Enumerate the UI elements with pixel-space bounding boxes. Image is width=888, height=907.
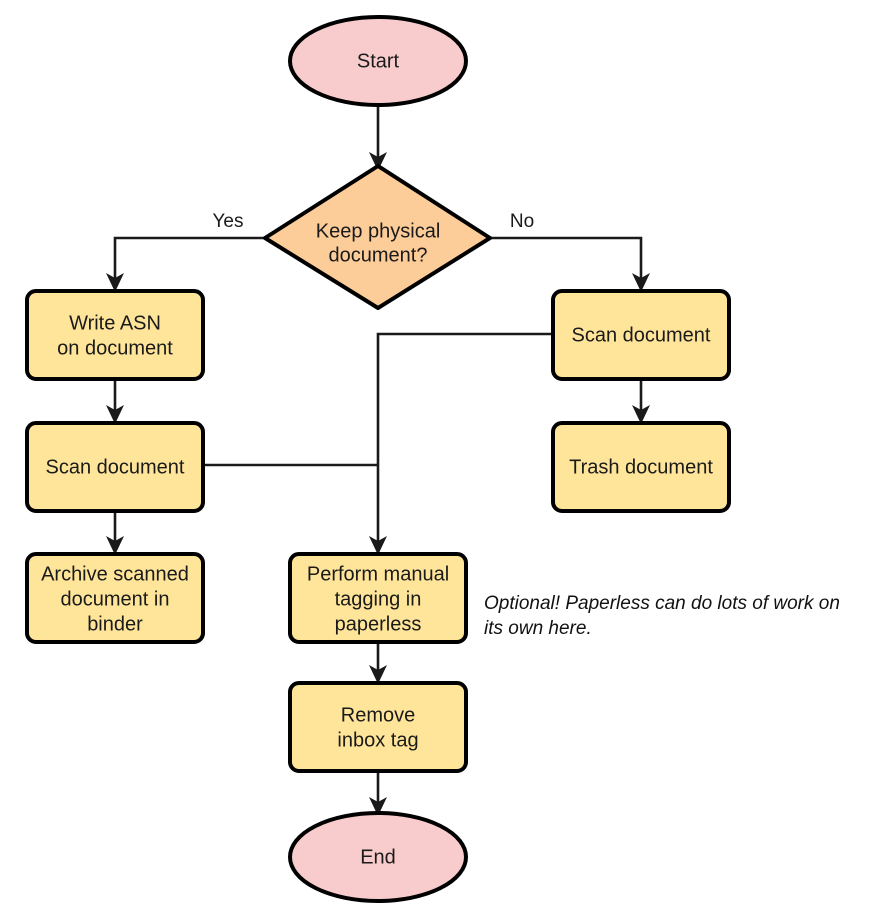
node-scan-document-right-label: Scan document [572, 324, 711, 346]
annotation-line2: its own here. [484, 618, 592, 639]
node-decision-keep-physical-document[interactable]: Keep physical document? [263, 164, 492, 310]
edge-label-no: No [510, 211, 534, 232]
edge-scanleft-to-archive [106, 510, 124, 555]
node-end[interactable]: End [288, 811, 468, 903]
node-start-label: Start [357, 50, 400, 72]
node-start[interactable]: Start [288, 15, 468, 107]
node-scan-document-left[interactable]: Scan document [25, 421, 205, 513]
node-archive-label-line1: Archive scanned [41, 563, 189, 585]
node-remove-inbox-label-line1: Remove [341, 704, 415, 726]
edge-label-yes: Yes [213, 211, 244, 232]
node-remove-inbox-label-line2: inbox tag [337, 729, 418, 751]
edge-tagging-to-removeinbox [369, 643, 387, 684]
annotation-optional-note: Optional! Paperless can do lots of work … [484, 593, 840, 639]
edge-writeasn-to-scanleft [106, 379, 124, 424]
node-scan-document-right[interactable]: Scan document [551, 289, 731, 381]
node-tagging-label-line3: paperless [335, 613, 422, 635]
edge-decision-yes [106, 236, 265, 292]
node-write-asn-label-line1: Write ASN [69, 312, 161, 334]
edge-scanright-to-tagging [369, 332, 553, 555]
node-trash-document-label: Trash document [569, 456, 713, 478]
node-tagging-label-line1: Perform manual [307, 563, 449, 585]
node-archive-label-line3: binder [87, 613, 143, 635]
node-write-asn-label-line2: on document [57, 337, 173, 359]
node-end-label: End [360, 846, 396, 868]
edge-scanright-to-trash [632, 379, 650, 424]
node-tagging-label-line2: tagging in [335, 588, 422, 610]
node-write-asn-on-document[interactable]: Write ASN on document [25, 289, 205, 381]
node-archive-scanned-document-in-binder[interactable]: Archive scanned document in binder [25, 552, 205, 644]
node-scan-document-left-label: Scan document [46, 456, 185, 478]
edge-start-to-decision [369, 103, 387, 171]
node-trash-document[interactable]: Trash document [551, 421, 731, 513]
node-decision-label-line1: Keep physical [316, 220, 441, 242]
edge-removeinbox-to-end [369, 772, 387, 816]
edge-decision-no [490, 236, 650, 292]
node-archive-label-line2: document in [61, 588, 170, 610]
node-perform-manual-tagging-in-paperless[interactable]: Perform manual tagging in paperless [288, 552, 468, 644]
node-decision-label-line2: document? [329, 244, 428, 266]
node-remove-inbox-tag[interactable]: Remove inbox tag [288, 681, 468, 773]
annotation-line1: Optional! Paperless can do lots of work … [484, 593, 840, 614]
